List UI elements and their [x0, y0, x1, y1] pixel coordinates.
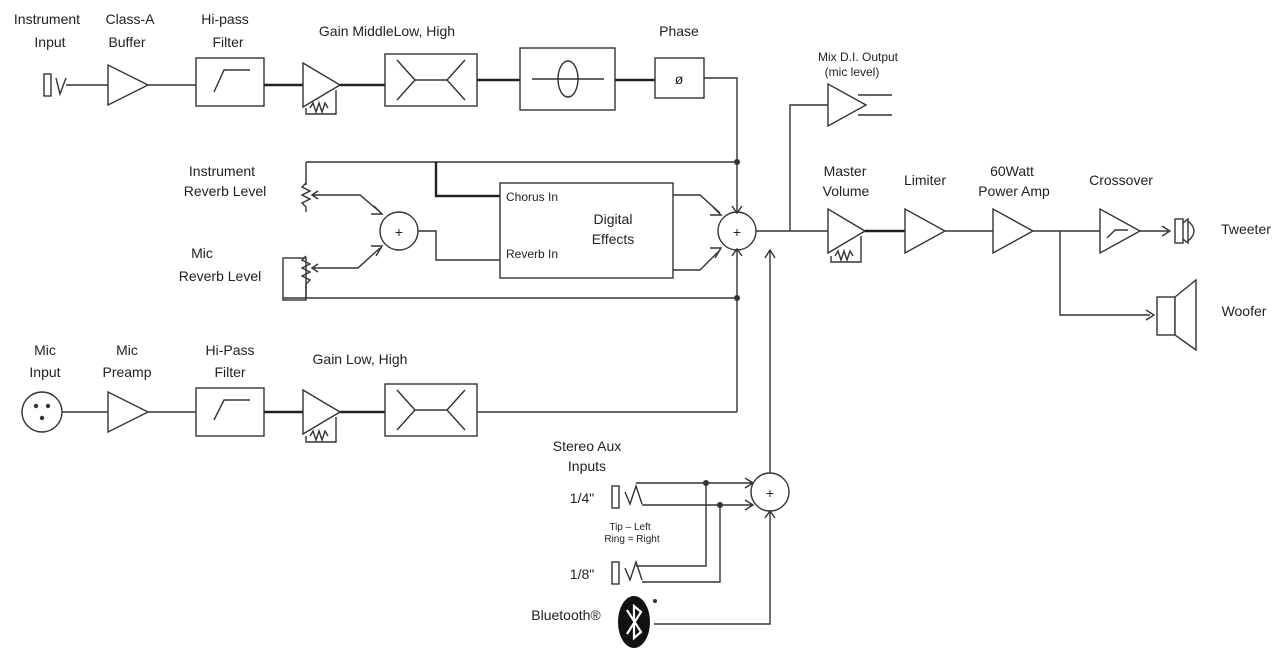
effects-label: Effects	[592, 231, 635, 247]
instrument-input-label-2: Input	[34, 34, 65, 50]
digital-effects-block: Chorus In Reverb In Digital Effects	[499, 182, 674, 279]
bluetooth-icon	[618, 596, 657, 648]
filter-block-top	[519, 47, 616, 111]
instrument-reverb-label-2: Reverb Level	[184, 183, 267, 199]
mix-di-amp	[827, 82, 868, 128]
limiter-label: Limiter	[904, 172, 946, 188]
woofer-speaker	[1156, 278, 1197, 352]
wire	[673, 249, 721, 271]
gain-bottom-amp	[302, 388, 342, 443]
hi-pass-bottom-label: Hi-Pass	[205, 342, 254, 358]
main-summing-node: +	[717, 211, 757, 251]
wire	[789, 104, 828, 231]
mic-reverb-pot	[282, 255, 340, 301]
tip-left-note: Tip – Left	[609, 522, 651, 533]
arrowhead	[764, 509, 776, 519]
digital-label: Digital	[594, 211, 633, 227]
woofer-label: Woofer	[1222, 303, 1267, 319]
volume-label: Volume	[823, 183, 870, 199]
arrowhead	[744, 499, 755, 511]
instrument-input-jack	[43, 73, 67, 97]
filter-bottom-label: Filter	[214, 364, 245, 380]
wire	[636, 483, 707, 567]
quarter-inch-label: 1/4"	[570, 490, 594, 506]
master-label: Master	[824, 163, 867, 179]
bluetooth-label: Bluetooth®	[531, 607, 601, 623]
hi-pass-filter-bottom	[195, 387, 265, 437]
arrowhead	[731, 247, 743, 257]
aux-summing-node: +	[750, 472, 790, 512]
gain-top-label: Gain MiddleLow, High	[319, 23, 455, 39]
crossover-label: Crossover	[1089, 172, 1153, 188]
eq-crossover-block-top	[384, 53, 478, 107]
inputs-label: Inputs	[568, 458, 606, 474]
wire	[642, 505, 721, 583]
class-a-buffer-amp	[107, 63, 150, 107]
gain-bottom-label: Gain Low, High	[313, 351, 408, 367]
svg-text:+: +	[733, 224, 741, 240]
hi-pass-top-label: Hi-pass	[201, 11, 248, 27]
stereo-aux-label: Stereo Aux	[553, 438, 622, 454]
mic-preamp-label: Mic	[116, 342, 138, 358]
instrument-reverb-pot	[300, 182, 340, 212]
reverb-in-label: Reverb In	[506, 247, 558, 261]
arrowhead	[371, 245, 384, 257]
power-amp-label: Power Amp	[978, 183, 1050, 199]
arrowhead	[731, 205, 743, 215]
mic-input-xlr	[21, 391, 63, 433]
ring-right-note: Ring = Right	[604, 534, 660, 545]
arrowhead	[764, 248, 776, 259]
wire	[434, 162, 500, 198]
power-amp	[992, 207, 1035, 255]
mix-di-label: Mix D.I. Output	[818, 50, 899, 64]
crossover-amp	[1099, 207, 1142, 255]
mic-preamp-label-2: Preamp	[102, 364, 151, 380]
wire	[1059, 231, 1150, 316]
arrowhead	[371, 205, 384, 215]
hi-pass-filter-top	[195, 57, 265, 107]
master-volume-amp	[827, 207, 867, 263]
wire	[704, 77, 738, 212]
mic-input-label: Mic	[34, 342, 56, 358]
60watt-label: 60Watt	[990, 163, 1034, 179]
svg-text:+: +	[395, 224, 403, 240]
arrowhead	[1145, 309, 1156, 321]
wire	[673, 194, 721, 214]
eighth-inch-jack	[611, 559, 643, 585]
phase-label: Phase	[659, 23, 699, 39]
svg-text:+: +	[766, 485, 774, 501]
arrowhead	[710, 247, 723, 259]
phase-block: ø	[654, 57, 705, 99]
eighth-inch-label: 1/8"	[570, 566, 594, 582]
instrument-input-label: Instrument	[14, 11, 80, 27]
wire	[340, 194, 381, 213]
limiter-amp	[904, 207, 947, 255]
reverb-summing-node: +	[379, 211, 419, 251]
mix-di-label-2: (mic level)	[825, 65, 880, 79]
buffer-label: Buffer	[108, 34, 145, 50]
instrument-reverb-label: Instrument	[189, 163, 255, 179]
quarter-inch-jack	[611, 483, 643, 509]
eq-crossover-block-bottom	[384, 383, 478, 437]
wire	[858, 94, 892, 116]
filter-top-label: Filter	[212, 34, 243, 50]
mic-input-label-2: Input	[29, 364, 60, 380]
mic-preamp-amp	[107, 390, 150, 434]
gain-top-amp	[302, 61, 342, 115]
wire	[654, 511, 771, 625]
mic-reverb-label: Mic	[191, 245, 213, 261]
chorus-in-label: Chorus In	[506, 190, 558, 204]
tweeter-label: Tweeter	[1221, 221, 1271, 237]
wire	[340, 247, 381, 269]
tweeter-speaker	[1174, 217, 1195, 245]
wire	[418, 230, 500, 261]
class-a-label: Class-A	[105, 11, 155, 27]
phase-symbol: ø	[675, 71, 684, 87]
arrowhead	[710, 206, 723, 216]
arrowhead	[1161, 225, 1172, 237]
mic-reverb-label-2: Reverb Level	[179, 268, 262, 284]
